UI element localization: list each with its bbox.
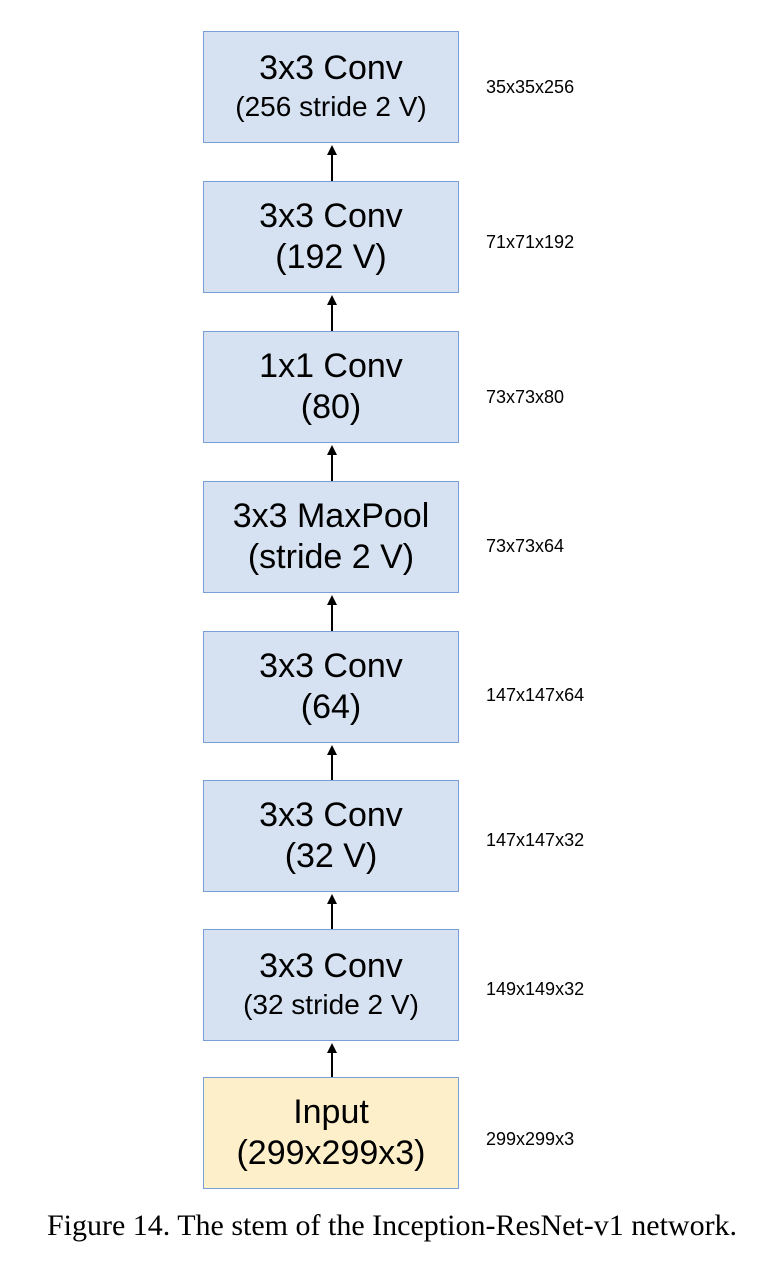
up-arrow-icon — [327, 295, 337, 331]
figure-caption: Figure 14. The stem of the Inception-Res… — [46, 1209, 738, 1242]
layer-block-conv-80: 1x1 Conv (80) — [203, 331, 459, 443]
layer-title: 3x3 Conv — [259, 796, 403, 834]
layer-title: 3x3 MaxPool — [232, 497, 430, 535]
output-dim-label: 147x147x32 — [486, 830, 585, 850]
layer-params: (32 V) — [284, 837, 378, 875]
up-arrow-icon — [327, 445, 337, 481]
up-arrow-icon — [327, 745, 337, 781]
layer-title: 3x3 Conv — [259, 647, 403, 685]
layer-params: (80) — [300, 388, 362, 426]
layer-title: 3x3 Conv — [259, 947, 403, 985]
layer-title: 1x1 Conv — [259, 347, 403, 385]
output-dim-label: 73x73x80 — [486, 387, 565, 407]
input-block: Input (299x299x3) — [203, 1077, 459, 1189]
layer-block-conv-192: 3x3 Conv (192 V) — [203, 181, 459, 293]
layer-block-conv-64: 3x3 Conv (64) — [203, 631, 459, 743]
layer-block-maxpool: 3x3 MaxPool (stride 2 V) — [203, 481, 459, 593]
output-dim-label: 73x73x64 — [486, 536, 565, 556]
layer-params: (stride 2 V) — [247, 538, 415, 576]
layer-title: Input — [293, 1093, 369, 1131]
up-arrow-icon — [327, 1043, 337, 1079]
up-arrow-icon — [327, 595, 337, 631]
output-dim-label: 35x35x256 — [486, 77, 575, 97]
output-dim-label: 147x147x64 — [486, 685, 585, 705]
layer-block-conv-32v: 3x3 Conv (32 V) — [203, 780, 459, 892]
up-arrow-icon — [327, 894, 337, 930]
layer-params: (32 stride 2 V) — [243, 989, 419, 1020]
output-dim-label: 299x299x3 — [486, 1129, 575, 1149]
layer-params: (299x299x3) — [236, 1134, 426, 1172]
layer-params: (256 stride 2 V) — [235, 91, 427, 122]
layer-block-conv-256: 3x3 Conv (256 stride 2 V) — [203, 31, 459, 143]
layer-params: (64) — [300, 688, 362, 726]
layer-params: (192 V) — [275, 238, 387, 276]
output-dim-label: 71x71x192 — [486, 232, 575, 252]
output-dim-label: 149x149x32 — [486, 979, 585, 999]
layer-title: 3x3 Conv — [259, 197, 403, 235]
up-arrow-icon — [327, 145, 337, 181]
layer-title: 3x3 Conv — [259, 49, 403, 87]
layer-block-conv-32-stride: 3x3 Conv (32 stride 2 V) — [203, 929, 459, 1041]
